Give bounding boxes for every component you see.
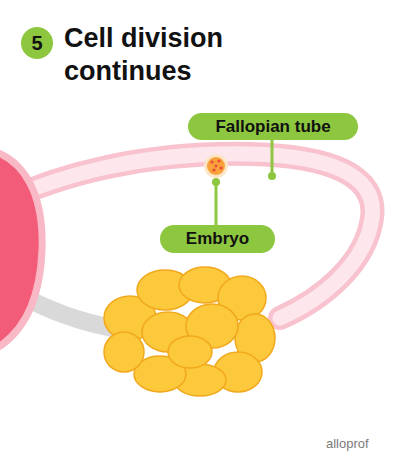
part-label: Fallopian tube xyxy=(188,113,358,140)
leader-dot xyxy=(268,172,276,180)
embryo-cell xyxy=(217,159,220,162)
watermark: alloprof xyxy=(326,436,369,451)
node-text: Embryo xyxy=(186,229,249,249)
uterus xyxy=(0,150,42,352)
fallopian-tube xyxy=(0,154,373,318)
node-text: Fallopian tube xyxy=(215,117,330,137)
node-text: 5 xyxy=(31,32,42,55)
embryo-cell xyxy=(215,165,218,168)
embryo-cell xyxy=(219,166,222,169)
embryo-cells xyxy=(210,159,222,171)
leader-line xyxy=(271,139,274,176)
leader-line xyxy=(215,182,218,226)
fallopian-tube-outline xyxy=(0,154,373,318)
ovary-lobe xyxy=(104,332,144,372)
step-number: 5 xyxy=(21,27,53,59)
embryo-cell xyxy=(210,160,213,163)
ovary xyxy=(104,267,275,396)
diagram-title: Cell division continues xyxy=(64,22,294,88)
ovary-lobe xyxy=(168,336,212,368)
embryo xyxy=(207,157,225,175)
embryo-zona xyxy=(204,154,228,178)
part-label: Embryo xyxy=(160,225,275,253)
leader-dot xyxy=(212,178,220,186)
embryo-cell xyxy=(212,168,215,171)
